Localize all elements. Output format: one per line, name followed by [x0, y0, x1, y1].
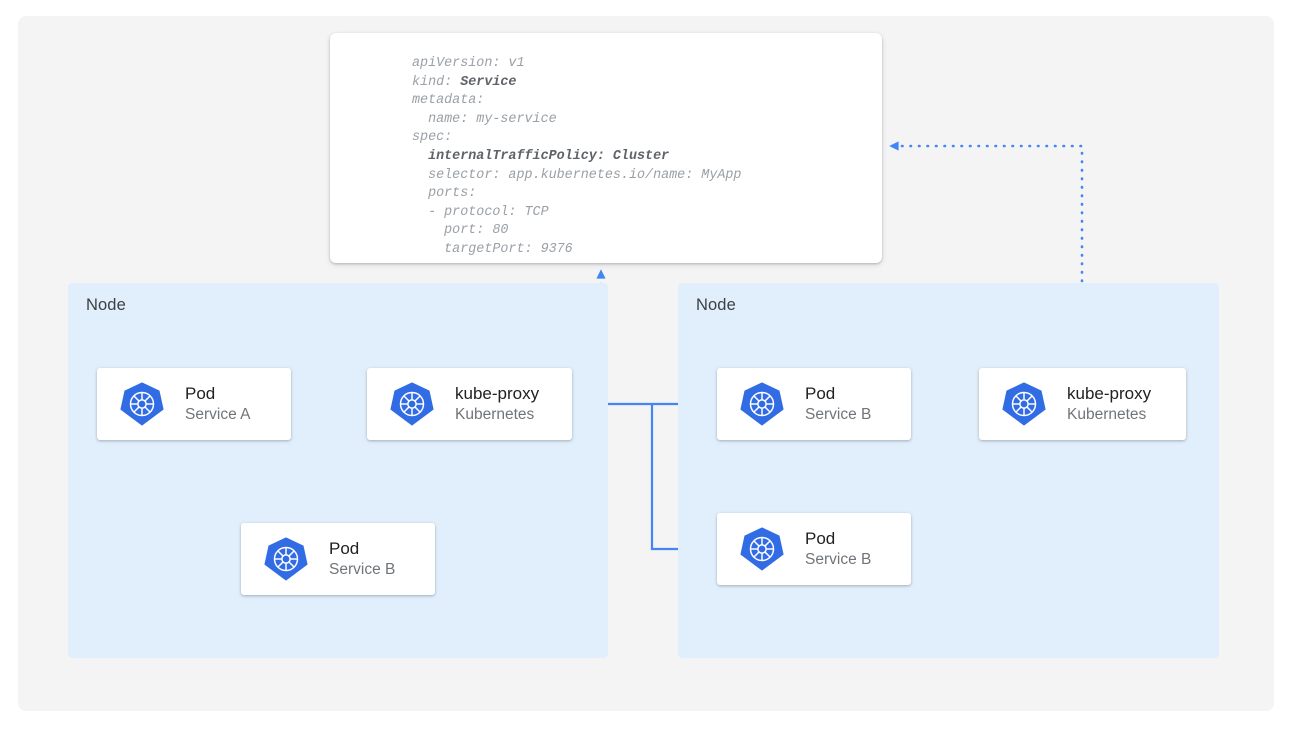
node-panel-right: Node	[678, 283, 1219, 658]
kubernetes-icon	[740, 382, 784, 426]
card-text: Pod Service A	[185, 384, 250, 424]
card-pod-service-b-remote-1[interactable]: Pod Service B	[717, 368, 911, 440]
card-subtitle: Kubernetes	[455, 405, 535, 423]
node-label: Node	[696, 296, 736, 314]
card-pod-service-a[interactable]: Pod Service A	[97, 368, 291, 440]
card-subtitle: Service A	[185, 405, 251, 423]
card-title: Pod	[185, 383, 216, 403]
kubernetes-icon	[264, 537, 308, 581]
card-subtitle: Service B	[805, 550, 872, 568]
card-title: kube-proxy	[1067, 383, 1152, 403]
card-pod-service-b-remote-2[interactable]: Pod Service B	[717, 513, 911, 585]
service-yaml-code: apiVersion: v1 kind: Service metadata: n…	[412, 56, 742, 257]
card-title: Pod	[329, 538, 360, 558]
kubernetes-icon	[1002, 382, 1046, 426]
card-subtitle: Service B	[805, 405, 872, 423]
kubernetes-icon	[740, 527, 784, 571]
node-panel-left: Node	[68, 283, 608, 658]
card-text: kube-proxy Kubernetes	[455, 384, 539, 424]
card-kube-proxy-left[interactable]: kube-proxy Kubernetes	[367, 368, 572, 440]
card-title: Pod	[805, 528, 836, 548]
card-title: kube-proxy	[455, 383, 540, 403]
card-kube-proxy-right[interactable]: kube-proxy Kubernetes	[979, 368, 1186, 440]
card-title: Pod	[805, 383, 836, 403]
service-spec-card: apiVersion: v1 kind: Service metadata: n…	[330, 33, 882, 263]
kubernetes-icon	[390, 382, 434, 426]
card-text: kube-proxy Kubernetes	[1067, 384, 1151, 424]
card-pod-service-b-local[interactable]: Pod Service B	[241, 523, 435, 595]
card-text: Pod Service B	[805, 384, 871, 424]
card-text: Pod Service B	[329, 539, 395, 579]
card-text: Pod Service B	[805, 529, 871, 569]
node-label: Node	[86, 296, 126, 314]
kubernetes-icon	[120, 382, 164, 426]
card-subtitle: Kubernetes	[1067, 405, 1147, 423]
card-subtitle: Service B	[329, 560, 396, 578]
